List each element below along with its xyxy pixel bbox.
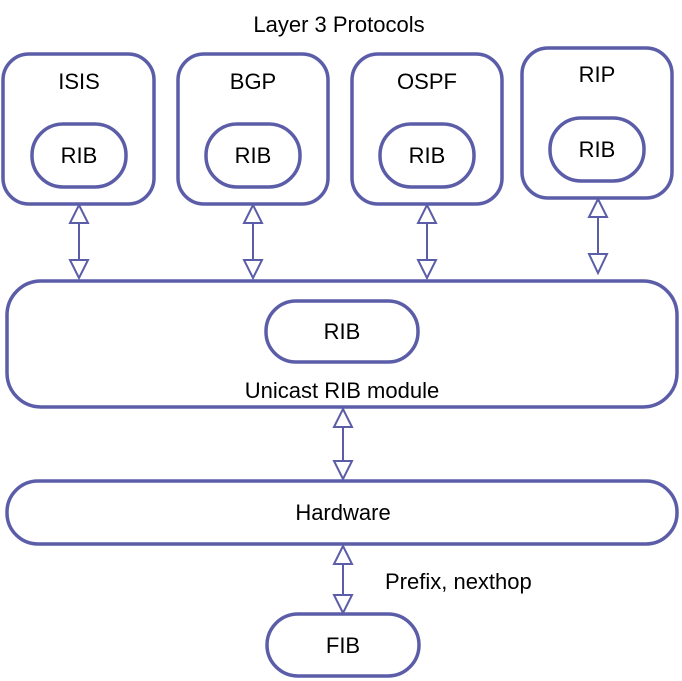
protocol-name-bgp: BGP <box>230 69 276 94</box>
arrow-isis-unicast <box>68 202 90 281</box>
unicast-rib-label: RIB <box>324 319 361 344</box>
unicast-rib-outline <box>264 299 420 364</box>
rib-bgp-label: RIB <box>235 143 272 168</box>
arrow-bgp-unicast <box>242 202 264 281</box>
arrow-ospf-unicast <box>416 202 438 281</box>
protocol-name-rip: RIP <box>579 62 616 87</box>
prefix-nexthop-label: Prefix, nexthop <box>385 569 532 594</box>
rib-isis-label: RIB <box>61 143 98 168</box>
hardware-box: Hardware <box>5 479 679 546</box>
rib-isis-outline <box>30 122 128 189</box>
rib-rip-outline <box>548 116 646 183</box>
hardware-label: Hardware <box>295 500 390 525</box>
rib-bgp-outline <box>204 122 302 189</box>
protocol-name-ospf: OSPF <box>397 69 457 94</box>
protocol-box-ospf: OSPF RIB <box>350 52 504 206</box>
fib-box: FIB <box>265 612 421 678</box>
rib-rip-label: RIB <box>579 137 616 162</box>
hardware-box-outline <box>5 479 679 546</box>
diagram-title: Layer 3 Protocols <box>253 12 424 37</box>
rib-ospf-outline <box>378 122 476 189</box>
protocol-box-bgp: BGP RIB <box>176 52 330 206</box>
arrow-hardware-fib <box>332 543 354 616</box>
unicast-rib-module: RIB Unicast RIB module <box>5 279 679 409</box>
fib-box-outline <box>265 612 421 678</box>
protocol-name-isis: ISIS <box>58 69 100 94</box>
protocol-box-isis: ISIS RIB <box>1 52 156 206</box>
protocol-box-rip: RIP RIB <box>520 46 674 200</box>
rib-ospf-label: RIB <box>409 143 446 168</box>
arrow-rip-unicast <box>587 196 609 276</box>
fib-label: FIB <box>326 633 360 658</box>
unicast-module-label: Unicast RIB module <box>245 378 439 403</box>
arrow-unicast-hardware <box>332 406 354 482</box>
